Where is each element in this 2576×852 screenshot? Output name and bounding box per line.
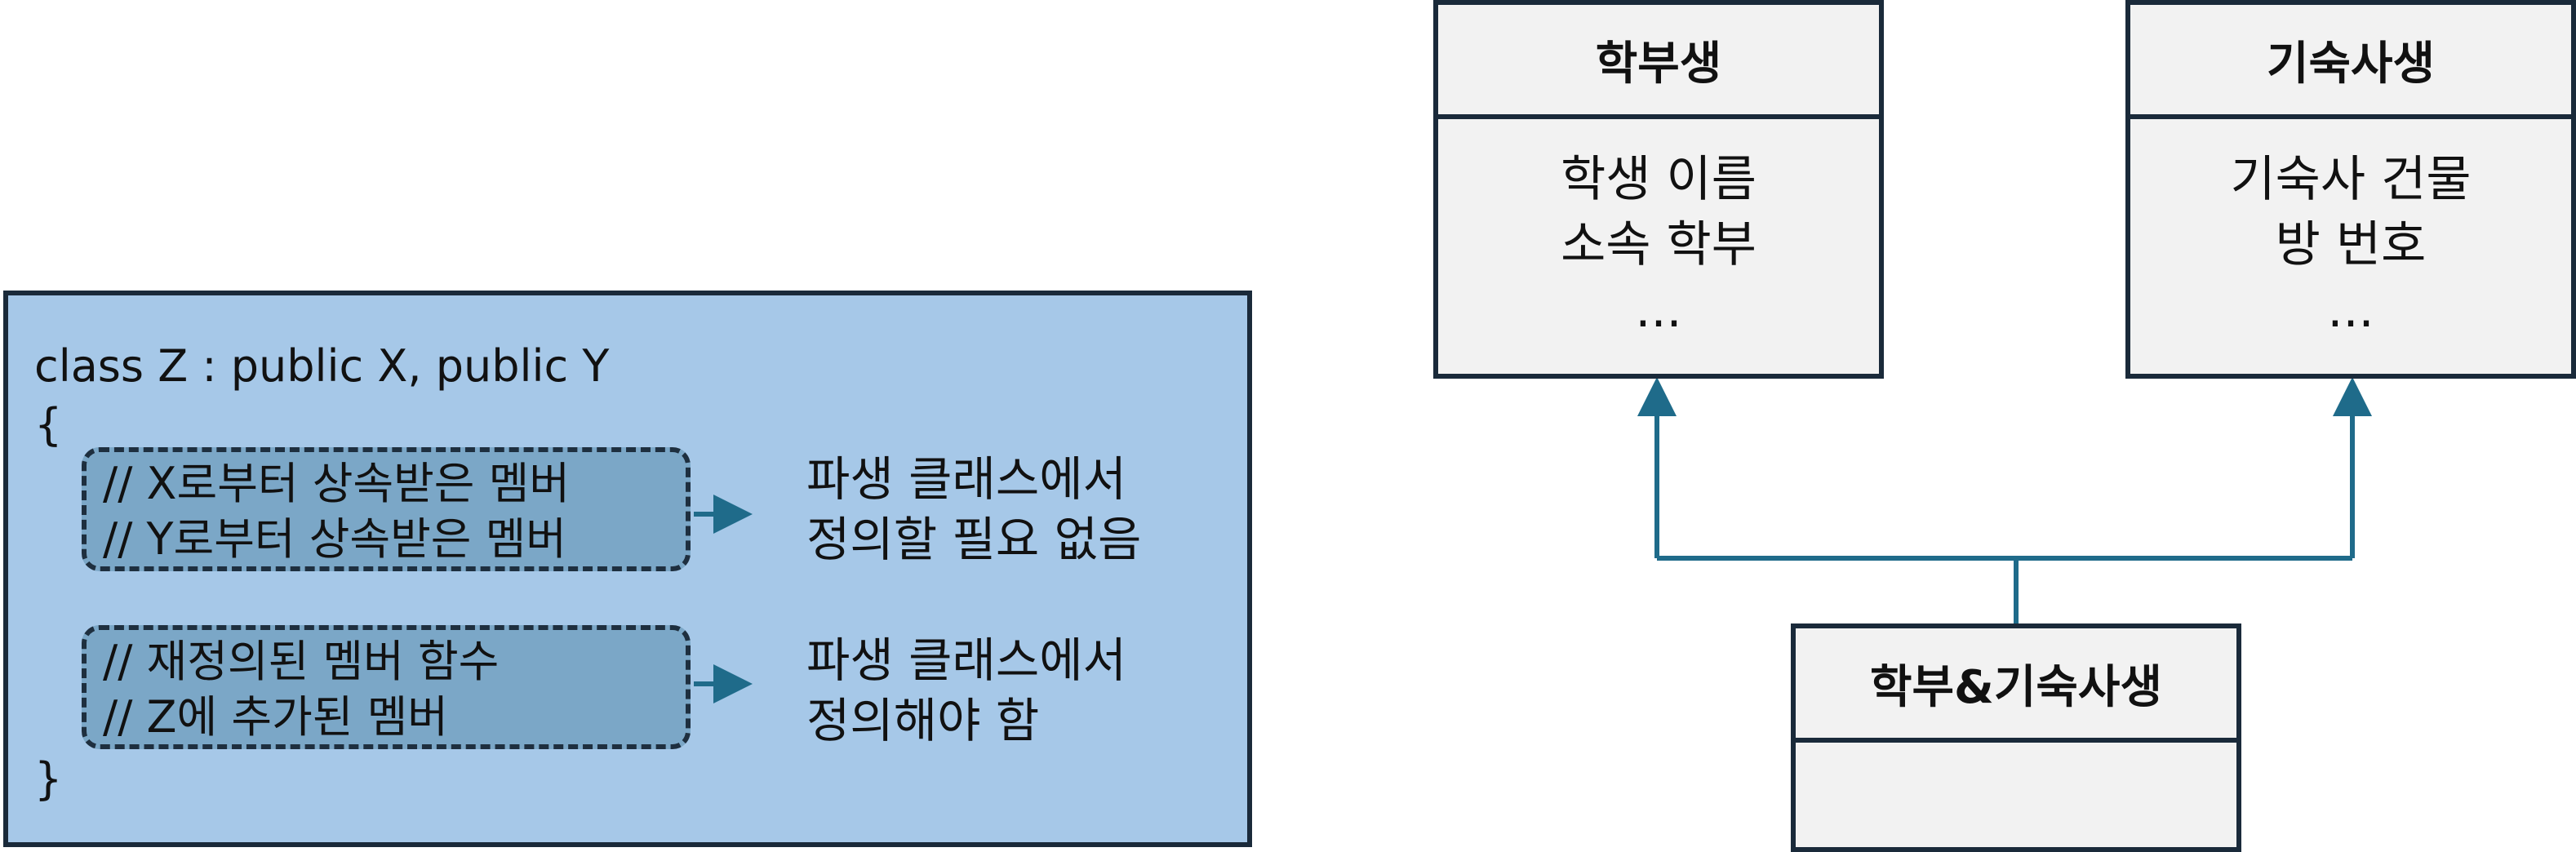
class-declaration: class Z : public X, public Y [34,340,610,392]
class-name: 기숙사생 [2130,5,2571,119]
class-attribute: 기숙사 건물 [2230,151,2472,208]
class-attribute: ... [2327,282,2374,339]
comment-line: // X로부터 상속받은 멤버 [103,458,570,509]
code-panel: class Z : public X, public Y { // X로부터 상… [3,291,1252,847]
class-box-undergrad-dorm: 학부&기숙사생 [1791,623,2241,852]
class-attribute: ... [1635,282,1682,339]
class-box-undergrad: 학부생 학생 이름 소속 학부 ... [1433,0,1884,379]
class-attribute: 학생 이름 [1561,151,1757,208]
note-line: 정의해야 함 [806,693,1040,748]
comment-line: // Z에 추가된 멤버 [103,691,448,743]
close-brace: } [34,753,63,805]
comment-line: // 재정의된 멤버 함수 [103,636,500,687]
note-line: 정의할 필요 없음 [806,512,1142,567]
open-brace: { [34,399,63,450]
defined-members-comment-box: // 재정의된 멤버 함수 // Z에 추가된 멤버 [82,625,691,749]
inherited-members-comment-box: // X로부터 상속받은 멤버 // Y로부터 상속받은 멤버 [82,447,691,571]
class-attribute: 소속 학부 [1561,216,1757,273]
class-name: 학부생 [1438,5,1879,119]
note-line: 파생 클래스에서 [806,451,1126,507]
class-name: 학부&기숙사생 [1796,628,2236,743]
class-attribute: 방 번호 [2275,216,2427,273]
comment-line: // Y로부터 상속받은 멤버 [103,513,566,565]
class-box-dorm: 기숙사생 기숙사 건물 방 번호 ... [2125,0,2576,379]
note-line: 파생 클래스에서 [806,632,1126,688]
